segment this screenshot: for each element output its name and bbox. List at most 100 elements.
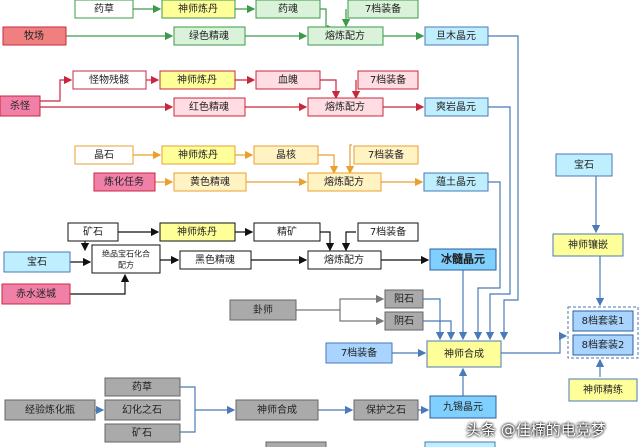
svg-text:熔炼配方: 熔炼配方 xyxy=(324,253,364,266)
svg-text:神师炼丹: 神师炼丹 xyxy=(177,225,217,238)
svg-text:神师合成: 神师合成 xyxy=(257,403,297,416)
node-rt-inlay: 神师镶嵌 xyxy=(552,233,624,257)
svg-text:7档装备: 7档装备 xyxy=(341,346,377,359)
node-r10-synth: 神师合成 xyxy=(426,340,502,368)
node-r11-illusion: 幻化之石 xyxy=(104,399,181,421)
svg-text:绿色精魂: 绿色精魂 xyxy=(189,29,229,42)
node-r3-blood: 血魄 xyxy=(255,70,321,90)
svg-text:精矿: 精矿 xyxy=(277,225,297,238)
svg-text:宝石: 宝石 xyxy=(574,158,594,171)
node-r6-essence: 黄色精魂 xyxy=(173,172,247,192)
node-r9-master: 卦师 xyxy=(229,299,297,321)
node-rt-set1: 8档套装1 xyxy=(572,310,634,332)
node-rt-set-group xyxy=(567,306,639,359)
arrow-r5-core-recipe xyxy=(318,154,339,175)
svg-text:九锡晶元: 九锡晶元 xyxy=(443,400,483,413)
node-r1-alchemy: 神师炼丹 xyxy=(161,0,236,19)
node-r4-essence: 红色精魂 xyxy=(173,97,246,117)
node-partial-bottom-2 xyxy=(424,441,496,447)
svg-text:炼化任务: 炼化任务 xyxy=(104,175,144,188)
node-r9-yang: 阳石 xyxy=(384,289,424,309)
svg-text:7档装备: 7档装备 xyxy=(370,225,406,238)
svg-text:黑色精魂: 黑色精魂 xyxy=(195,253,235,266)
svg-text:药草: 药草 xyxy=(94,3,114,15)
arrow-r4-kill-remains xyxy=(40,75,73,102)
node-r11-protect: 保护之石 xyxy=(353,399,419,421)
svg-text:熔炼配方: 熔炼配方 xyxy=(325,100,365,113)
svg-text:阴石: 阴石 xyxy=(394,315,414,327)
node-r8-recipe: 熔炼配方 xyxy=(307,250,382,270)
svg-text:保护之石: 保护之石 xyxy=(366,403,406,416)
node-r2-ranch: 牧场 xyxy=(2,26,67,46)
node-r7-equip: 7档装备 xyxy=(357,222,419,242)
svg-text:幻化之石: 幻化之石 xyxy=(122,403,162,416)
node-partial-bottom-1 xyxy=(265,441,327,447)
arrow-r1-soul-recipe xyxy=(320,8,336,34)
svg-text:神师镶嵌: 神师镶嵌 xyxy=(568,238,608,251)
node-r5-equip: 7档装备 xyxy=(353,145,419,165)
bracket-stones xyxy=(180,386,196,433)
node-r8-city: 赤水迷城 xyxy=(1,283,71,305)
node-r1-equip: 7档装备 xyxy=(347,0,419,19)
svg-text:宝石: 宝石 xyxy=(27,255,47,268)
svg-text:配方: 配方 xyxy=(118,260,134,270)
arrow-r5-equip-recipe xyxy=(345,144,355,175)
node-r6-task: 炼化任务 xyxy=(93,172,156,192)
svg-text:神师炼丹: 神师炼丹 xyxy=(178,148,218,161)
node-r7-alchemy: 神师炼丹 xyxy=(159,222,236,242)
svg-text:晶核: 晶核 xyxy=(276,148,296,161)
node-r10-equip: 7档装备 xyxy=(325,342,393,364)
node-r5-core: 晶核 xyxy=(253,145,319,165)
node-r6-recipe: 熔炼配方 xyxy=(307,172,382,192)
svg-text:矿石: 矿石 xyxy=(132,426,152,439)
svg-text:杀怪: 杀怪 xyxy=(10,99,30,112)
svg-text:神师炼丹: 神师炼丹 xyxy=(178,2,218,15)
arrow-r9-master-yin xyxy=(339,310,385,326)
node-r8-gem: 宝石 xyxy=(3,251,71,273)
arrow-r3-blood-recipe xyxy=(320,79,341,100)
svg-text:蕴土晶元: 蕴土晶元 xyxy=(436,175,476,188)
svg-text:7档装备: 7档装备 xyxy=(368,148,404,161)
node-r11-synth: 神师合成 xyxy=(235,399,319,421)
node-r4-recipe: 熔炼配方 xyxy=(307,97,384,117)
node-r6-crystal: 蕴土晶元 xyxy=(423,172,489,192)
node-rt-gem: 宝石 xyxy=(555,153,613,177)
node-r3-alchemy: 神师炼丹 xyxy=(159,70,236,90)
arrow-r7-fine-recipe xyxy=(320,231,335,252)
svg-text:神师炼丹: 神师炼丹 xyxy=(177,73,217,86)
arrow-r8-city-merge xyxy=(70,273,130,295)
node-r2-recipe: 熔炼配方 xyxy=(307,26,384,46)
node-r3-remains: 怪物残骸 xyxy=(72,70,147,90)
svg-text:药魂: 药魂 xyxy=(278,2,298,15)
arrow-crystal2-synth xyxy=(485,106,511,341)
node-r8-crystal: 冰髓晶元 xyxy=(429,248,497,271)
node-rt-refine: 神师精练 xyxy=(568,378,638,402)
svg-text:8档套装2: 8档套装2 xyxy=(582,338,625,351)
node-r7-ore: 矿石 xyxy=(67,222,119,242)
node-r11-crystal: 九锡晶元 xyxy=(429,395,497,419)
node-r3-equip: 7档装备 xyxy=(357,70,419,90)
svg-text:牧场: 牧场 xyxy=(24,29,44,42)
arrow-r7-equip-recipe xyxy=(341,231,356,252)
node-rt-set2: 8档套装2 xyxy=(572,334,634,356)
node-r9-yin: 阴石 xyxy=(384,311,424,331)
svg-text:旦木晶元: 旦木晶元 xyxy=(436,30,476,42)
svg-text:晶石: 晶石 xyxy=(94,149,114,161)
node-r5-alchemy: 神师炼丹 xyxy=(161,145,236,165)
node-r11-bottle: 经验炼化瓶 xyxy=(4,399,96,421)
svg-text:8档套装1: 8档套装1 xyxy=(582,314,625,327)
svg-text:熔炼配方: 熔炼配方 xyxy=(325,29,365,42)
svg-text:7档装备: 7档装备 xyxy=(365,2,401,15)
svg-text:黄色精魂: 黄色精魂 xyxy=(190,175,230,188)
arrow-crystal3-synth xyxy=(473,181,501,341)
node-r8-essence: 黑色精魂 xyxy=(179,250,252,270)
arrow-yang-synth xyxy=(423,298,445,341)
node-r8-merge: 绝品宝石化合 配方 xyxy=(91,244,161,274)
svg-text:卦师: 卦师 xyxy=(253,303,273,316)
node-r11-herb: 药草 xyxy=(104,377,181,397)
svg-text:神师精练: 神师精练 xyxy=(583,383,623,396)
svg-text:绝品宝石化合: 绝品宝石化合 xyxy=(102,249,150,259)
node-r5-crystal: 晶石 xyxy=(74,145,134,165)
svg-text:神师合成: 神师合成 xyxy=(444,347,484,360)
